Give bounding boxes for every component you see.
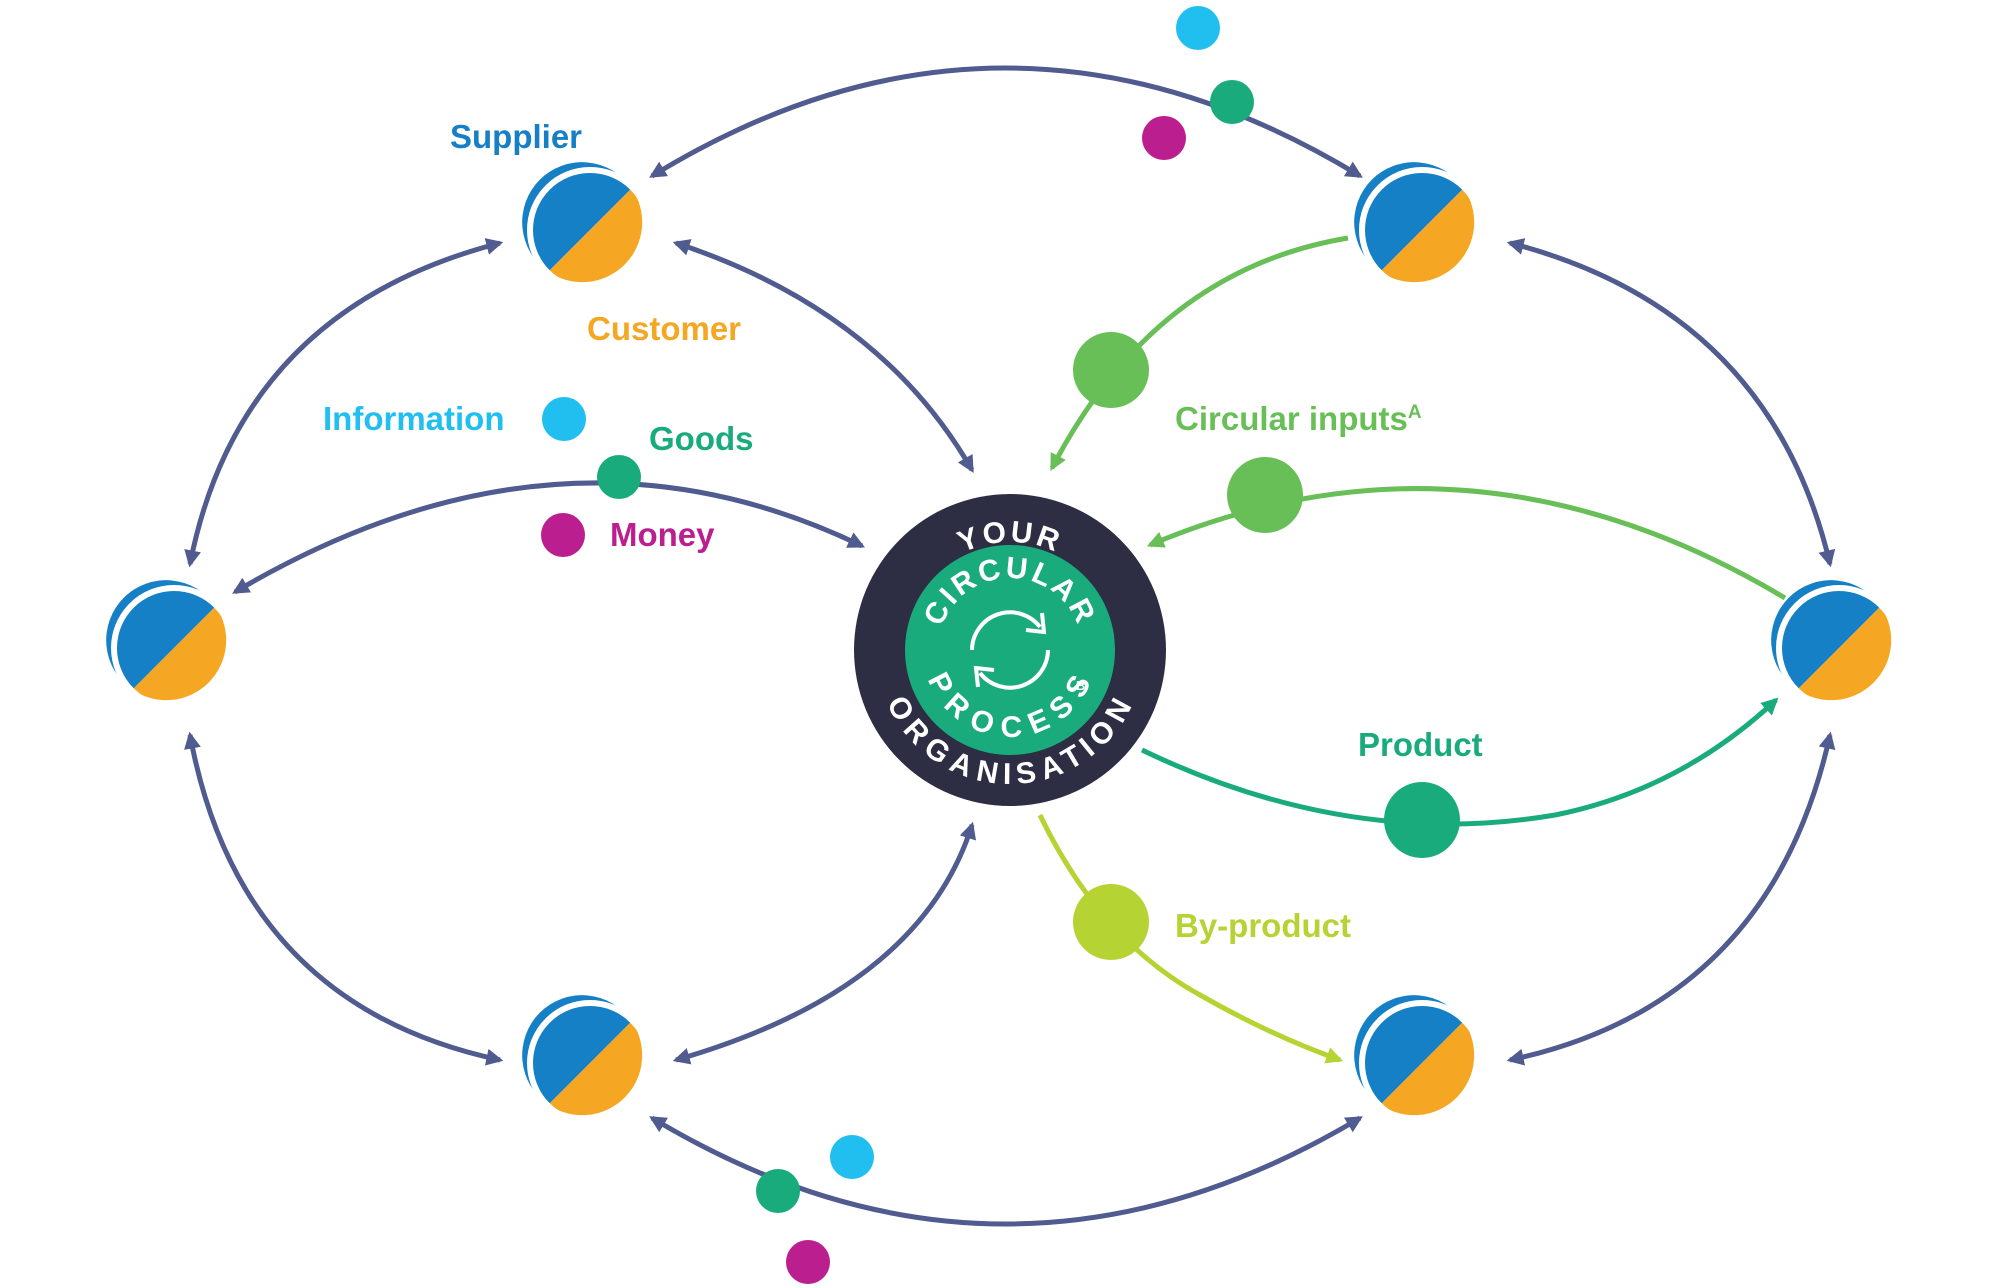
arc-topleft-topright	[649, 65, 1363, 179]
information-token-top	[1176, 6, 1220, 50]
goods-token-left-line	[597, 455, 641, 499]
legend-goods-label: Goods	[649, 420, 754, 457]
by-product-label: By-product	[1175, 907, 1351, 944]
legend: Supplier Customer Information Goods Mone…	[323, 118, 754, 557]
money-token-top	[1142, 116, 1186, 160]
stakeholder-node-top-right	[1354, 162, 1485, 293]
goods-token-bottom	[756, 1169, 800, 1213]
circular-inputs-label-text: Circular inputs	[1175, 400, 1408, 437]
arc-topleft-hub	[672, 239, 975, 473]
product-token	[1384, 782, 1460, 858]
flow-tokens	[597, 6, 1460, 1284]
circular-inputs-token-top	[1073, 332, 1149, 408]
circular-inputs-label-note: A	[1408, 402, 1422, 423]
central-hub: YOUR CIRCULAR PROCESS B ORGANISATION	[854, 494, 1166, 806]
by-product-token	[1073, 884, 1149, 960]
flow-labels: Circular inputsA Product By-product	[1175, 400, 1483, 944]
navy-connectors	[184, 65, 1836, 1227]
arc-left-bottomleft	[184, 731, 504, 1066]
product-arrow	[1140, 697, 1779, 827]
arc-bottomleft-hub	[672, 821, 977, 1065]
stakeholder-nodes	[106, 162, 1902, 1126]
hub-label-process-note: B	[1076, 678, 1088, 693]
hub-inner-circle	[905, 545, 1115, 755]
stakeholder-node-right	[1771, 580, 1902, 711]
circular-inputs-label: Circular inputsA	[1175, 400, 1422, 437]
legend-money-label: Money	[610, 516, 715, 553]
legend-money-dot	[541, 513, 585, 557]
product-label: Product	[1358, 726, 1483, 763]
arc-bottomleft-bottomright	[649, 1115, 1363, 1227]
circular-inputs-token-right	[1227, 457, 1303, 533]
arc-right-bottomright	[1506, 731, 1836, 1066]
legend-information-dot	[542, 397, 586, 441]
arc-topleft-left	[184, 238, 504, 568]
legend-information-label: Information	[323, 400, 504, 437]
recycle-arrows-icon	[970, 610, 1050, 690]
stakeholder-node-top-left	[522, 162, 653, 293]
arc-topright-right	[1506, 238, 1836, 568]
stakeholder-node-left	[106, 580, 237, 711]
circular-inputs-arrow-top	[1049, 235, 1349, 472]
goods-token-top	[1210, 80, 1254, 124]
legend-customer-label: Customer	[587, 310, 741, 347]
stakeholder-node-bottom-left	[522, 995, 653, 1126]
arc-left-hub	[232, 480, 866, 595]
money-token-bottom	[786, 1240, 830, 1284]
information-token-bottom	[830, 1135, 874, 1179]
by-product-arrow	[1037, 813, 1344, 1064]
stakeholder-node-bottom-right	[1354, 995, 1485, 1126]
legend-supplier-label: Supplier	[450, 118, 582, 155]
